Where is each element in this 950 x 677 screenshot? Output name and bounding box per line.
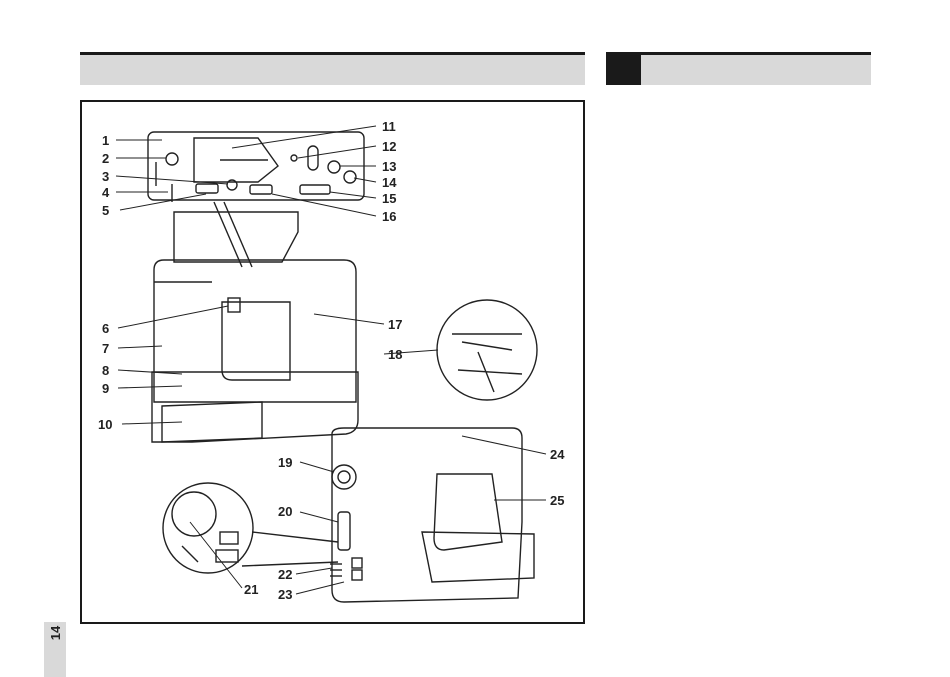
section-marker-block: [606, 55, 641, 85]
callout-2: 2: [102, 151, 109, 166]
presser-foot-zoom-circle: [437, 300, 537, 400]
callout-7: 7: [102, 341, 109, 356]
right-section-header-bar: [606, 52, 871, 85]
callout-22: 22: [278, 567, 292, 582]
sewing-machine-parts-figure: 1 2 3 4 5 6 7 8 9 10 11 12 13 14 15 16 1…: [80, 100, 585, 624]
callout-15: 15: [382, 191, 396, 206]
callout-24: 24: [550, 447, 565, 462]
sewing-machine-illustration: 1 2 3 4 5 6 7 8 9 10 11 12 13 14 15 16 1…: [82, 102, 587, 626]
left-section-header-bar: [80, 52, 585, 85]
callout-1: 1: [102, 133, 109, 148]
callout-18: 18: [388, 347, 402, 362]
top-panel-drawing: [148, 132, 364, 200]
callout-8: 8: [102, 363, 109, 378]
callout-20: 20: [278, 504, 292, 519]
callout-4: 4: [102, 185, 110, 200]
callout-19: 19: [278, 455, 292, 470]
callout-12: 12: [382, 139, 396, 154]
callout-17: 17: [388, 317, 402, 332]
callout-9: 9: [102, 381, 109, 396]
callout-3: 3: [102, 169, 109, 184]
callout-10: 10: [98, 417, 112, 432]
callout-21: 21: [244, 582, 258, 597]
page-number: 14: [44, 622, 66, 644]
callout-14: 14: [382, 175, 397, 190]
callout-13: 13: [382, 159, 396, 174]
callout-25: 25: [550, 493, 564, 508]
callout-11: 11: [382, 119, 396, 134]
callout-6: 6: [102, 321, 109, 336]
callout-16: 16: [382, 209, 396, 224]
machine-back-view-drawing: [332, 428, 522, 602]
callout-23: 23: [278, 587, 292, 602]
callout-5: 5: [102, 203, 109, 218]
